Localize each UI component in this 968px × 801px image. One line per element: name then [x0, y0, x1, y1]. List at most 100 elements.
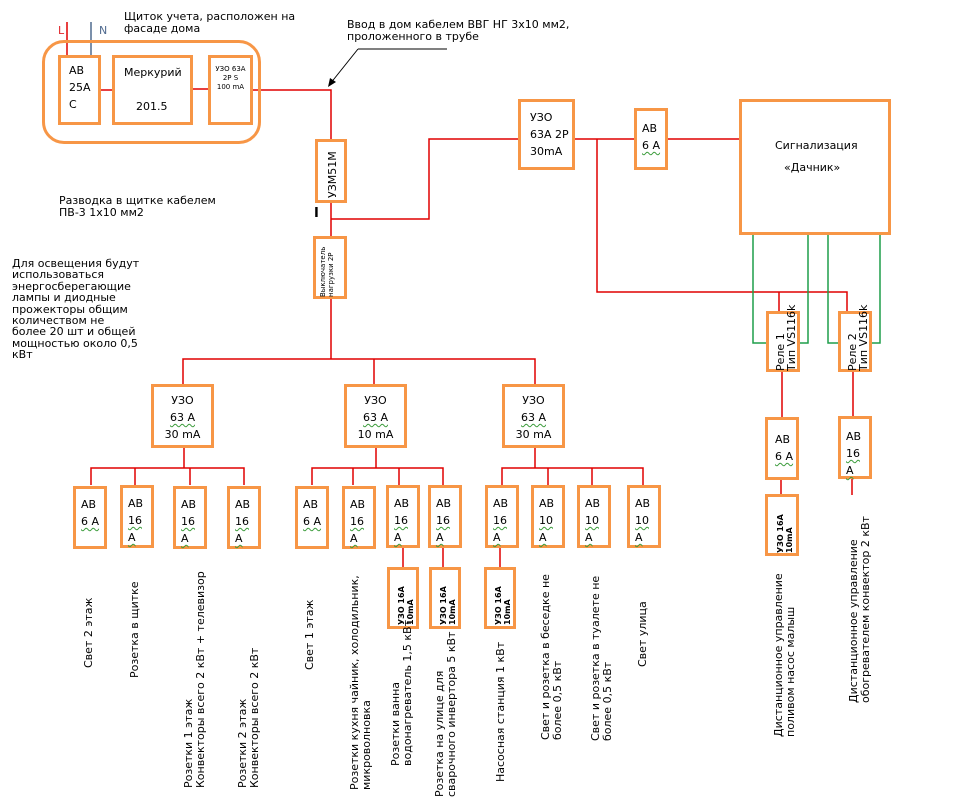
- group-3-breaker-1[interactable]: АВ 16 А: [485, 485, 519, 548]
- caption-line: ПВ-3 1х10 мм2: [59, 206, 144, 219]
- text-line: АВ: [128, 497, 144, 510]
- rating-text: 16 А: [493, 514, 507, 544]
- load-switch-line: Выключатель: [319, 246, 327, 297]
- label-line: обогревателем конвектор 2 кВт: [859, 516, 872, 703]
- text-line: 10mA: [448, 599, 457, 625]
- text-line: АВ: [493, 497, 509, 510]
- rating-text: 16 А: [235, 515, 249, 545]
- rating-text: 10 А: [635, 514, 649, 544]
- rating-text: 10 А: [585, 514, 599, 544]
- meter-panel-caption: Щиток учета, расположен на фасаде дома: [124, 11, 295, 35]
- text-line: 10 mA: [357, 428, 394, 441]
- text-line: АВ: [539, 497, 555, 510]
- group-2-breaker-2[interactable]: АВ 16 А: [342, 486, 376, 549]
- group-3-breaker-3[interactable]: АВ 10 А: [577, 485, 611, 548]
- wire-to-alarm-rcd: [331, 138, 519, 220]
- relay1-rcd[interactable]: УЗО 16А 10mA: [765, 494, 799, 556]
- text-line: АВ: [394, 497, 410, 510]
- text-line: АВ: [69, 64, 85, 77]
- text-line: 6 А: [303, 513, 321, 530]
- signal-wire-relay2-a: [827, 235, 839, 344]
- relay-1[interactable]: Реле 1 Тип VS116k: [766, 305, 800, 372]
- arrow-head-icon: [328, 78, 336, 87]
- group-1-breaker-2[interactable]: АВ 16 А: [120, 485, 154, 548]
- text-line: АВ: [585, 497, 601, 510]
- text-line: 16 А: [181, 513, 204, 547]
- note-line: количеством не: [12, 314, 105, 328]
- text-line: АВ: [350, 498, 366, 511]
- text-line: 10mA: [503, 599, 512, 625]
- caption-line: Разводка в щитке кабелем: [59, 194, 216, 207]
- voltage-relay-uzm51m[interactable]: УЗМ51М: [315, 139, 347, 203]
- input-phase-label: L: [58, 24, 65, 37]
- alarm-name: «Дачник»: [784, 161, 841, 174]
- circuit-label: Свет улица: [636, 601, 649, 667]
- load-switch-2p[interactable]: Выключатель нагрузки 2P: [313, 236, 347, 299]
- relay-2[interactable]: Реле 2 Тип VS116k: [838, 305, 872, 372]
- text-line: Конвекторы всего 2 кВт + телевизор: [194, 571, 207, 788]
- circuit-label: Свет 2 этаж: [82, 598, 95, 668]
- rating-text: 16 А: [846, 447, 860, 477]
- rating-text: 16 А: [181, 515, 195, 545]
- text-line: АВ: [181, 498, 197, 511]
- breaker-label: АВ 16 А: [493, 495, 516, 546]
- text-line: С: [69, 98, 77, 111]
- note-line: лампы и диодные: [12, 291, 116, 305]
- text-line: 25А: [69, 81, 91, 94]
- caption-line: Ввод в дом кабелем ВВГ НГ 3х10 мм2,: [347, 18, 570, 31]
- wire-g2-bus: [311, 467, 444, 485]
- relay2-circuit-label: Дистанционное управление обогревателем к…: [847, 516, 872, 703]
- wire-to-relays: [596, 139, 848, 311]
- annotation-arrow: [329, 48, 359, 85]
- text-line: 63 А: [505, 409, 562, 426]
- text-line: Свет улица: [636, 601, 649, 667]
- text-line: УЗО 16А: [439, 586, 448, 625]
- group-1-breaker-3[interactable]: АВ 16 А: [173, 486, 207, 549]
- electricity-meter[interactable]: Меркурий 201.5: [112, 55, 193, 125]
- wire-g3-bus: [501, 467, 644, 485]
- load-switch-line: нагрузки 2P: [327, 252, 335, 297]
- note-line: использоваться: [12, 268, 104, 282]
- label-line: поливом насос малыш: [784, 606, 797, 737]
- alarm-system-dachnik[interactable]: Сигнализация «Дачник»: [739, 99, 891, 235]
- caption-line: фасаде дома: [124, 22, 201, 35]
- meter-breaker-25a[interactable]: АВ 25А С: [58, 55, 101, 125]
- text-line: 16 А: [128, 512, 151, 546]
- input-neutral-label: N: [99, 24, 108, 37]
- text-line: 16 А: [350, 513, 373, 547]
- circuit-label: Розетка в щитке: [128, 581, 141, 678]
- text-line: 10 А: [635, 512, 658, 546]
- wire-g1-bus: [90, 467, 245, 485]
- load-switch-label: Выключатель нагрузки 2P: [319, 247, 335, 297]
- caption-line: Щиток учета, расположен на: [124, 10, 296, 23]
- circuit-label: Насосная станция 1 кВт: [494, 642, 507, 782]
- text-line: 16 А: [235, 513, 258, 547]
